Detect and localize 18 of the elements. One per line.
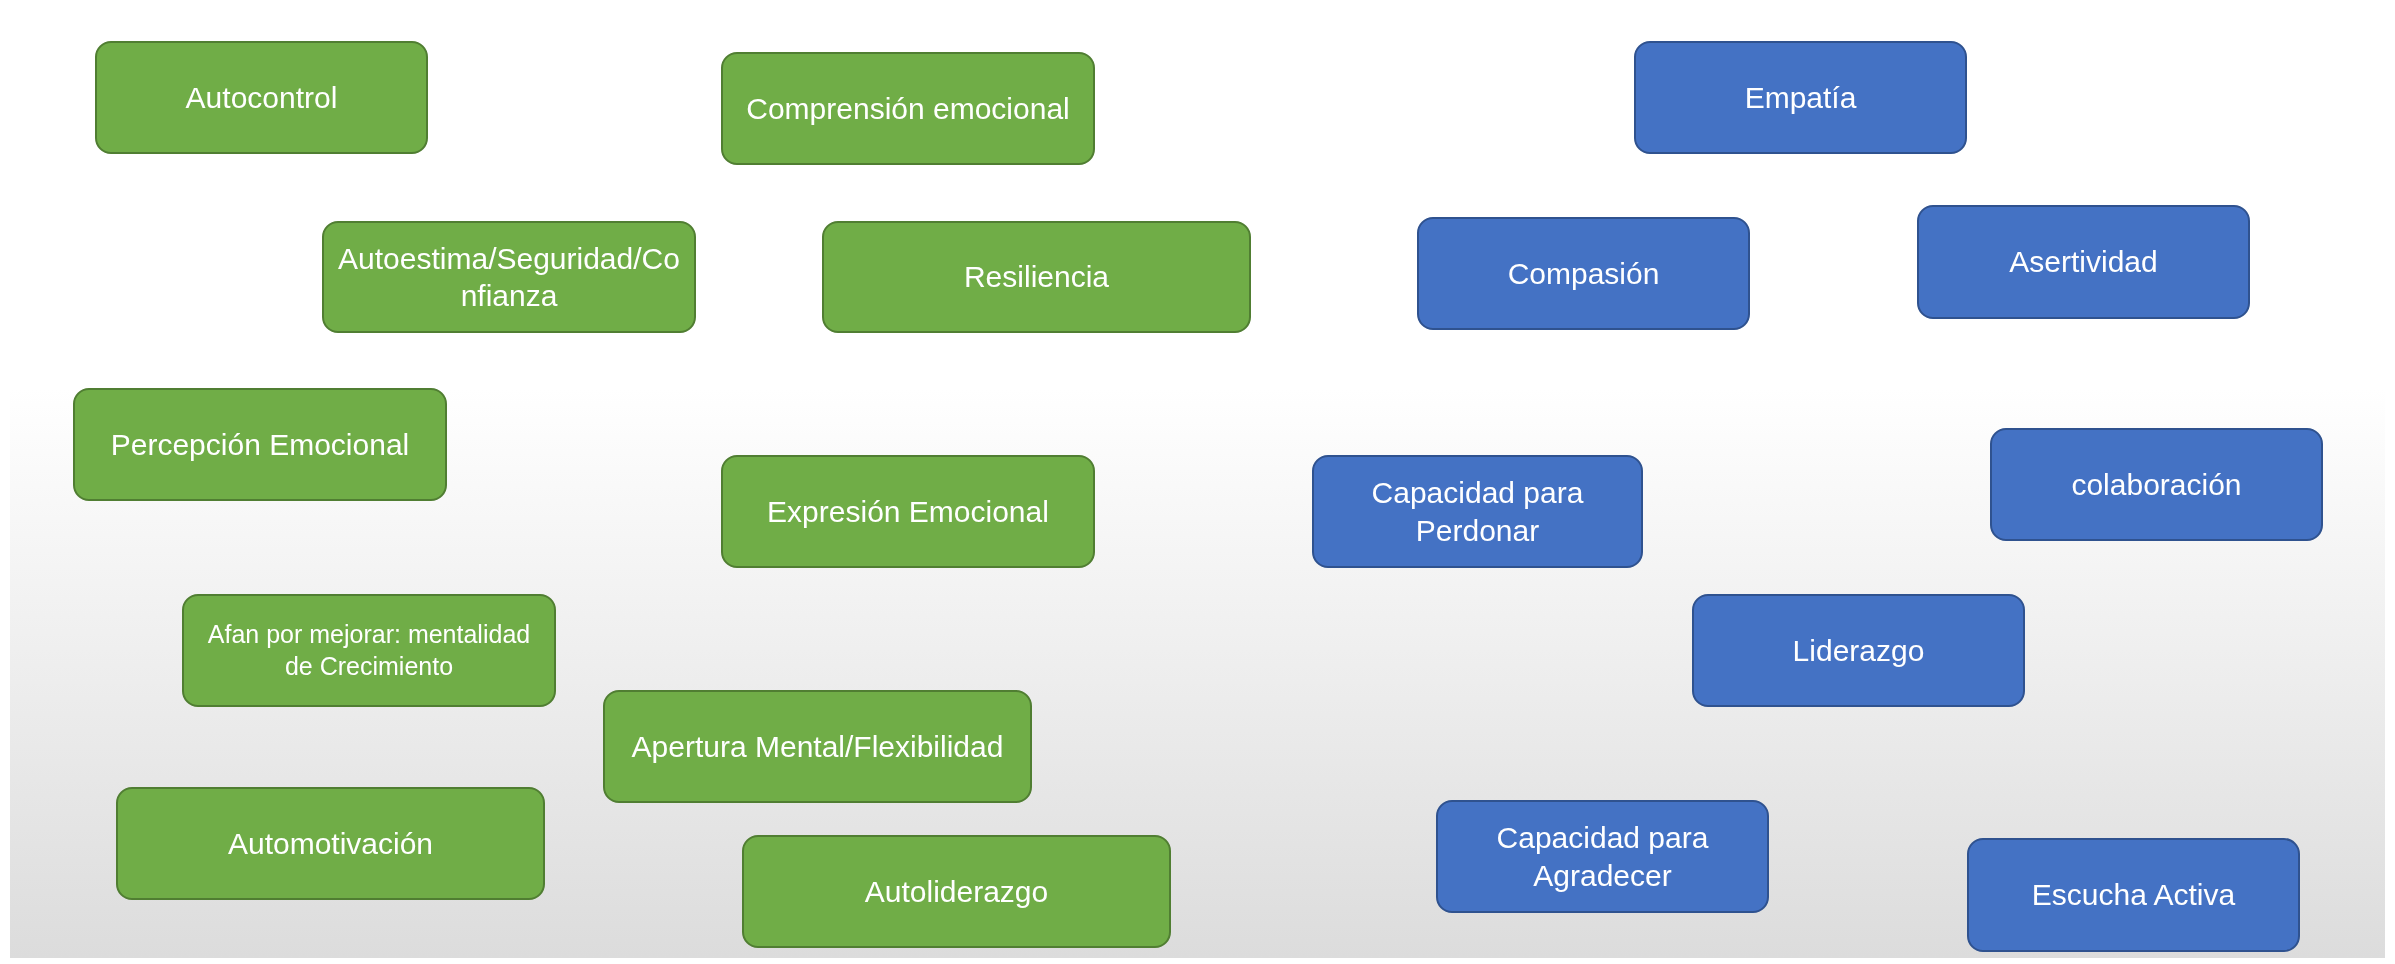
skill-box: Apertura Mental/Flexibilidad <box>603 690 1032 803</box>
skill-box: Afan por mejorar: mentalidad de Crecimiento <box>182 594 556 707</box>
skill-box: Empatía <box>1634 41 1967 154</box>
skill-box: colaboración <box>1990 428 2323 541</box>
skill-box: Resiliencia <box>822 221 1251 333</box>
skill-box: Capacidad para Agradecer <box>1436 800 1769 913</box>
skill-box: Asertividad <box>1917 205 2250 319</box>
skill-box: Automotivación <box>116 787 545 900</box>
skill-box: Autocontrol <box>95 41 428 154</box>
skill-box: Escucha Activa <box>1967 838 2300 952</box>
skill-box: Liderazgo <box>1692 594 2025 707</box>
skill-box: Comprensión emocional <box>721 52 1095 165</box>
skill-box: Autoliderazgo <box>742 835 1171 948</box>
skill-box: Percepción Emocional <box>73 388 447 501</box>
skill-box: Expresión Emocional <box>721 455 1095 568</box>
skill-box: Autoestima/Seguridad/Confianza <box>322 221 696 333</box>
skill-box: Compasión <box>1417 217 1750 330</box>
skill-box: Capacidad para Perdonar <box>1312 455 1643 568</box>
